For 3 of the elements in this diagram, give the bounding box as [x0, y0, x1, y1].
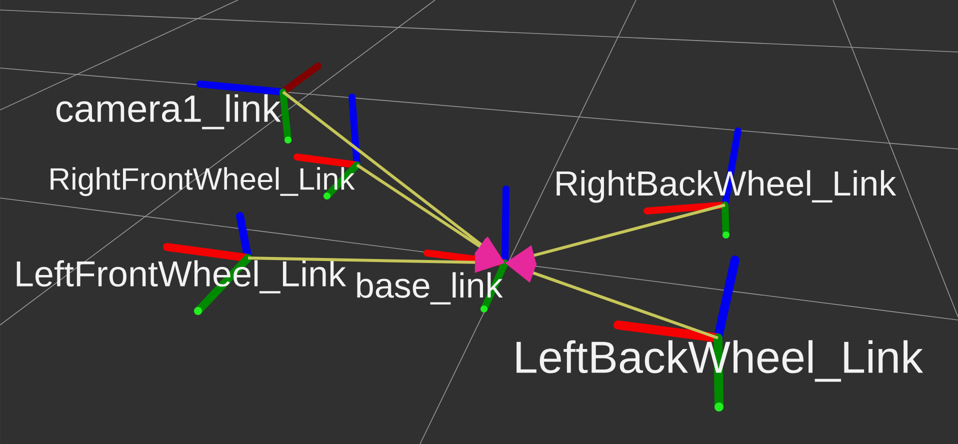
frame-label: camera1_link [56, 94, 281, 130]
frame-label: base_link [357, 272, 503, 305]
frame-label: LeftBackWheel_Link [516, 340, 924, 382]
